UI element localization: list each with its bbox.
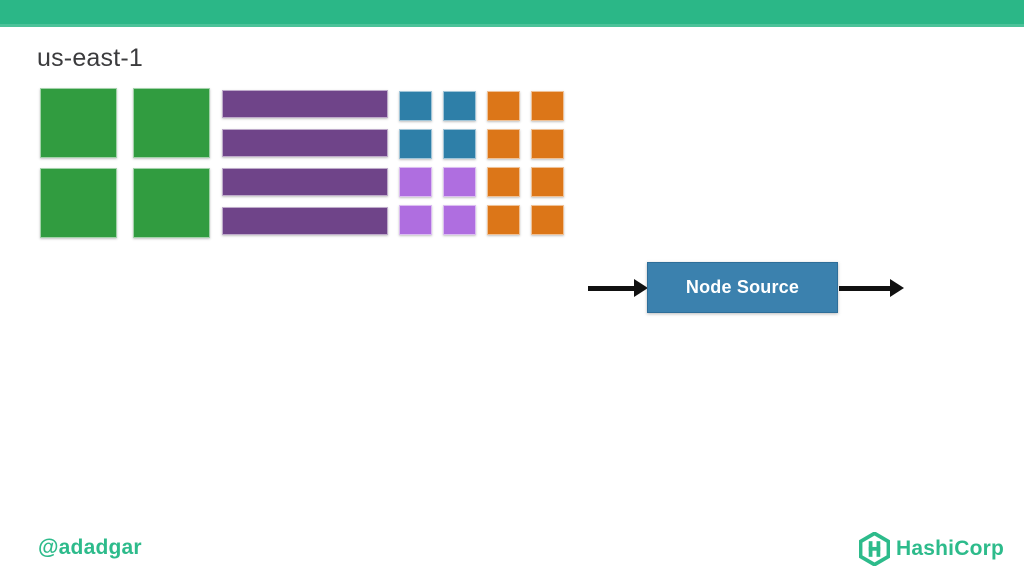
inbound-arrow-head bbox=[634, 279, 648, 297]
small-block-violet bbox=[443, 167, 476, 197]
green-server-block bbox=[40, 168, 117, 238]
small-block-blue bbox=[443, 129, 476, 159]
small-block-orange bbox=[531, 167, 564, 197]
small-block-orange bbox=[531, 129, 564, 159]
hashicorp-logo: HashiCorp bbox=[859, 531, 1004, 567]
purple-bar-block bbox=[222, 90, 388, 118]
purple-bar-block bbox=[222, 207, 388, 235]
green-server-block bbox=[40, 88, 117, 158]
top-accent-bar bbox=[0, 0, 1024, 27]
green-server-block bbox=[133, 168, 210, 238]
small-block-orange bbox=[487, 167, 520, 197]
inbound-arrow-shaft bbox=[588, 286, 634, 291]
outbound-arrow-head bbox=[890, 279, 904, 297]
node-source-label: Node Source bbox=[685, 277, 800, 297]
node-source-box: Node Source bbox=[647, 262, 838, 313]
purple-bar-block bbox=[222, 168, 388, 196]
small-block-blue bbox=[399, 91, 432, 121]
twitter-handle: @adadgar bbox=[38, 536, 142, 559]
purple-bar-block bbox=[222, 129, 388, 157]
small-block-blue bbox=[399, 129, 432, 159]
small-block-violet bbox=[399, 167, 432, 197]
hashicorp-logo-text: HashiCorp bbox=[896, 537, 1004, 560]
hashicorp-icon bbox=[859, 532, 891, 566]
small-block-blue bbox=[443, 91, 476, 121]
outbound-arrow-shaft bbox=[839, 286, 890, 291]
small-block-orange bbox=[531, 91, 564, 121]
small-block-violet bbox=[399, 205, 432, 235]
green-server-block bbox=[133, 88, 210, 158]
small-block-orange bbox=[531, 205, 564, 235]
region-title: us-east-1 bbox=[37, 44, 144, 72]
small-block-orange bbox=[487, 205, 520, 235]
small-block-orange bbox=[487, 91, 520, 121]
small-block-orange bbox=[487, 129, 520, 159]
small-block-violet bbox=[443, 205, 476, 235]
